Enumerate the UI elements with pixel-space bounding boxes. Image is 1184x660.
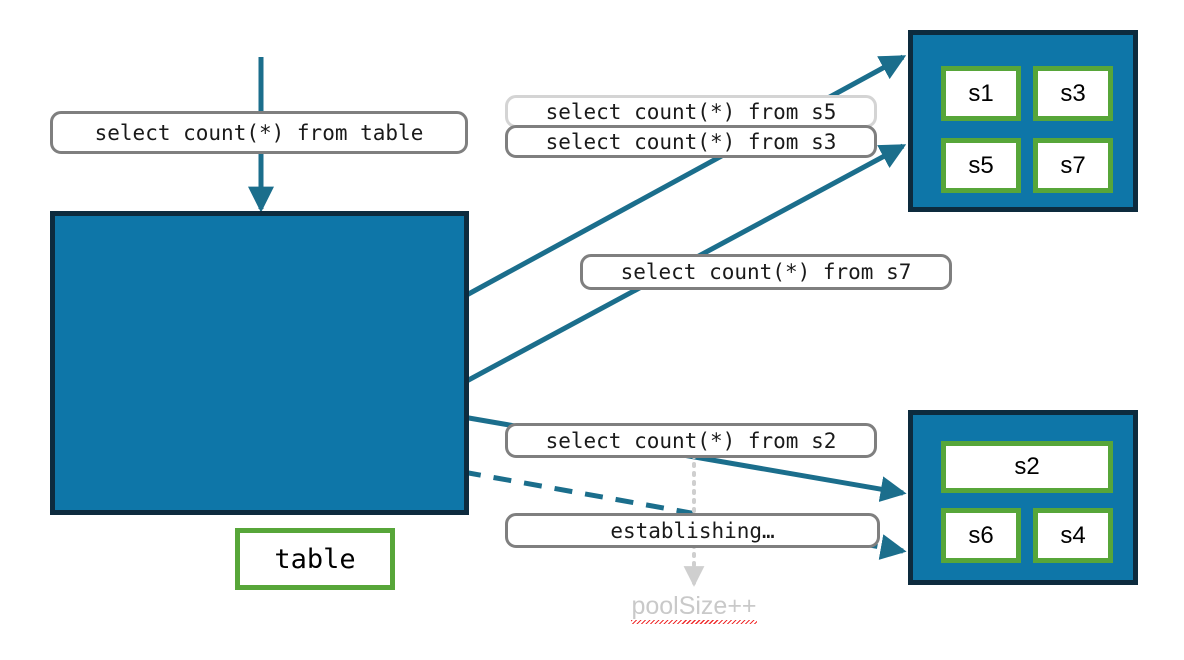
pool-top: s1 s3 s5 s7: [908, 30, 1138, 212]
callout-establishing[interactable]: establishing…: [505, 513, 880, 548]
pool-bottom: s2 s6 s4: [908, 410, 1138, 585]
node-s2[interactable]: s2: [941, 441, 1113, 493]
node-s5[interactable]: s5: [941, 138, 1021, 193]
node-s1[interactable]: s1: [941, 66, 1021, 121]
callout-s2-query[interactable]: select count(*) from s2: [505, 423, 877, 458]
poolsize-annotation-text: poolSize++: [631, 592, 757, 624]
callout-table-query[interactable]: select count(*) from table: [50, 111, 468, 154]
node-s6[interactable]: s6: [941, 508, 1021, 563]
callout-s3-query[interactable]: select count(*) from s3: [505, 125, 877, 158]
table-region: table: [50, 211, 469, 590]
node-s7[interactable]: s7: [1033, 138, 1113, 193]
callout-s7-query[interactable]: select count(*) from s7: [580, 254, 952, 290]
callout-s5-query[interactable]: select count(*) from s5: [505, 95, 877, 128]
node-table[interactable]: table: [235, 528, 395, 590]
node-s4[interactable]: s4: [1033, 508, 1113, 563]
node-s3[interactable]: s3: [1033, 66, 1113, 121]
poolsize-annotation: poolSize++: [594, 592, 794, 624]
